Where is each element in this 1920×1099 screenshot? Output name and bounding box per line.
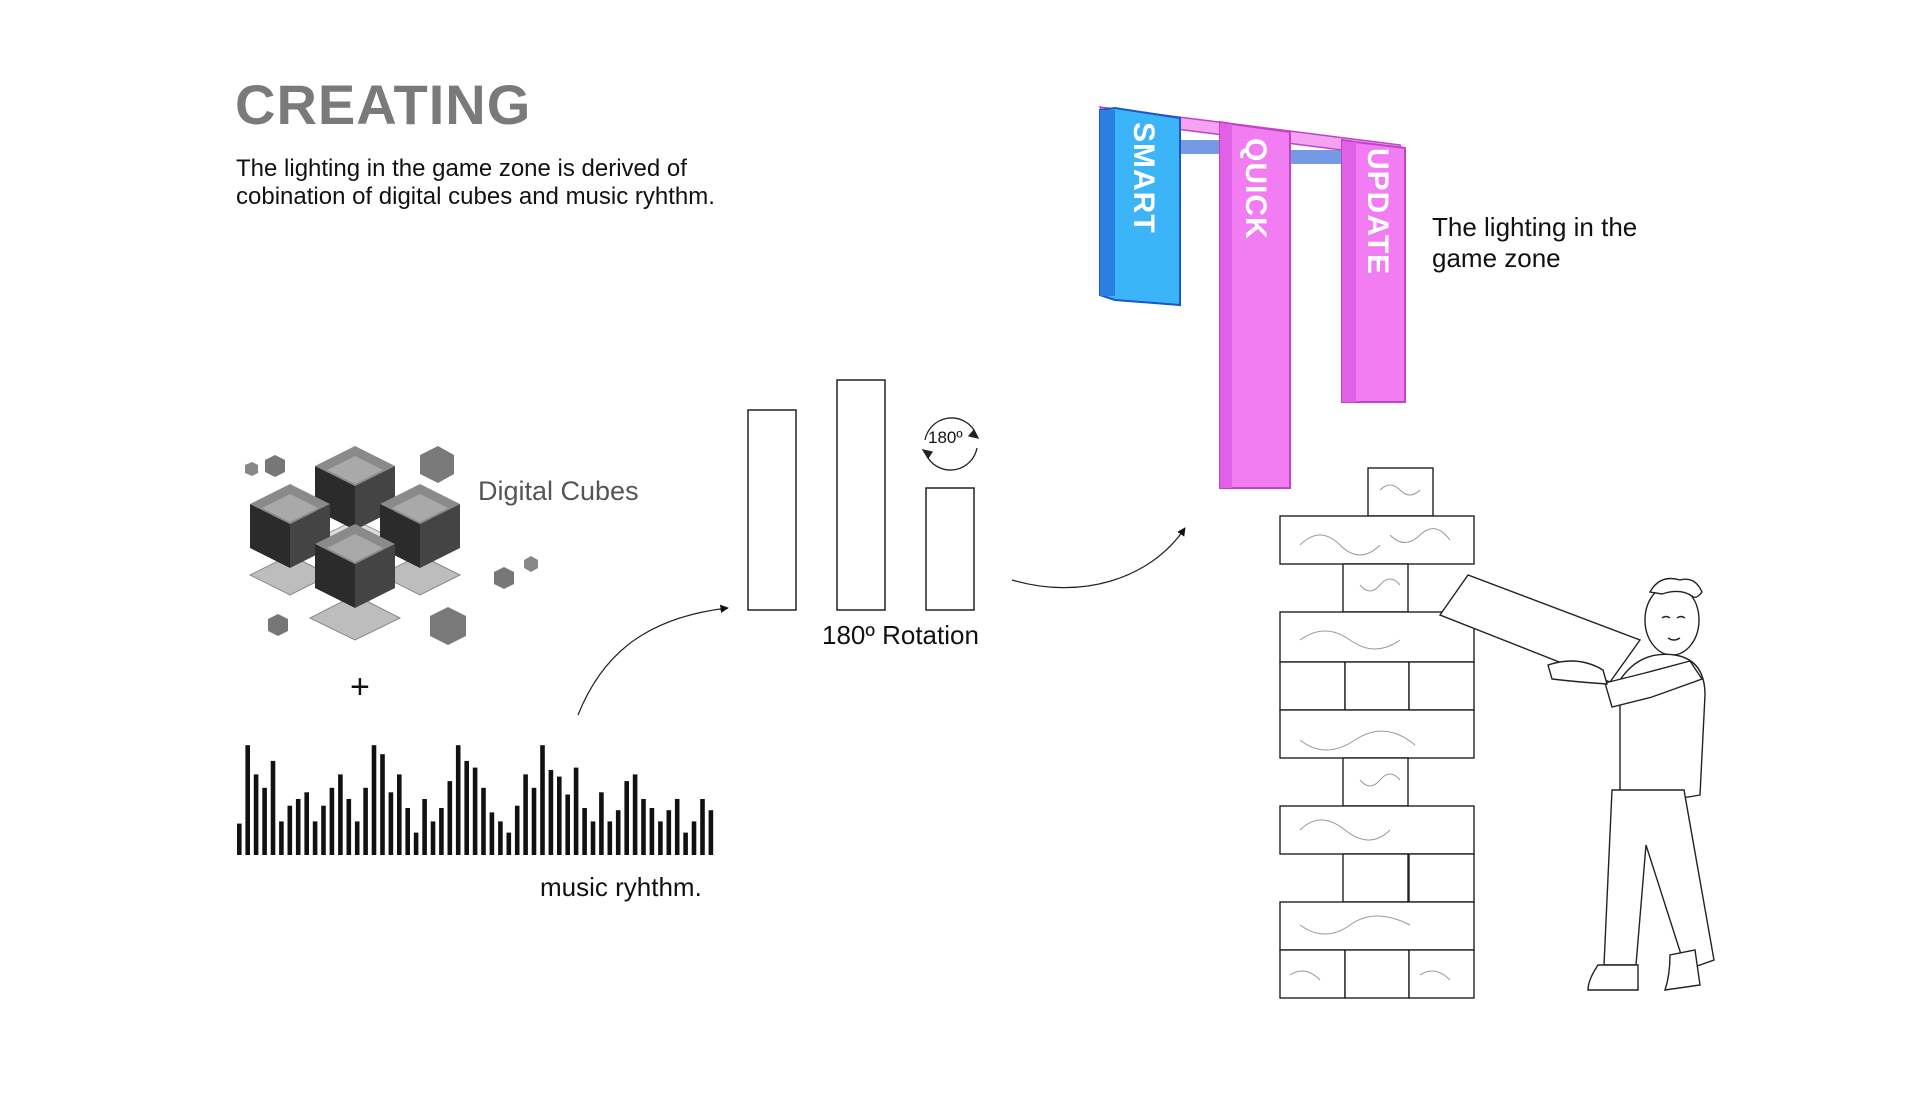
waveform-bar	[565, 794, 570, 855]
rotation-label: 180º Rotation	[822, 620, 979, 650]
waveform-bar	[472, 767, 478, 855]
waveform-bar	[312, 821, 318, 855]
sign-update-text: UPDATE	[1361, 148, 1394, 276]
waveform-bar	[253, 774, 259, 855]
waveform-bar	[548, 769, 554, 855]
intro-description: The lighting in the game zone is derived…	[236, 155, 715, 210]
waveform-bar	[447, 781, 453, 855]
waveform-bar	[405, 808, 410, 855]
waveform-bar	[615, 810, 621, 855]
rotation-bars	[747, 379, 975, 611]
waveform-bar	[338, 774, 343, 855]
sign-smart-text: SMART	[1127, 122, 1160, 234]
waveform-bar	[523, 774, 528, 855]
waveform-bar	[658, 821, 663, 855]
waveform-bar	[270, 760, 276, 855]
waveform-bar	[397, 774, 402, 855]
waveform-bar	[279, 821, 284, 855]
waveform-bar	[380, 754, 385, 855]
waveform-bar	[237, 823, 242, 855]
waveform-bar	[304, 792, 309, 855]
music-waveform-icon	[237, 745, 714, 855]
waveform-bar	[599, 792, 604, 855]
waveform-bar	[371, 745, 377, 855]
waveform-bar	[624, 781, 629, 855]
waveform-bar	[649, 808, 655, 855]
waveform-bar	[514, 805, 520, 855]
rotate-arrows-icon	[921, 417, 980, 471]
waveform-bar	[582, 808, 587, 855]
wood-grain-swirls	[1289, 484, 1451, 981]
waveform-bar	[557, 776, 562, 855]
plus-sign: +	[350, 668, 370, 706]
game-zone-lighting-label: The lighting in the game zone	[1432, 212, 1638, 273]
arrow-music-to-bars	[577, 604, 729, 716]
cube-top-center	[315, 446, 395, 530]
waveform-bar	[700, 799, 705, 855]
waveform-bar	[540, 745, 545, 855]
waveform-bar	[489, 812, 495, 855]
waveform-bar	[683, 832, 688, 855]
block-tower-illustration	[1279, 467, 1475, 999]
waveform-bar	[354, 821, 360, 855]
sign-quick-text: QUICK	[1239, 138, 1272, 240]
cube-right	[380, 484, 460, 568]
waveform-bar	[262, 787, 267, 855]
waveform-bar	[363, 787, 368, 855]
rotation-badge: 180º	[928, 428, 963, 447]
neon-signs	[1098, 106, 1407, 489]
waveform-bar	[287, 805, 293, 855]
page-title: CREATING	[235, 73, 532, 136]
waveform-bar	[295, 799, 301, 855]
waveform-bar	[674, 799, 680, 855]
arrow-bars-to-signs	[1011, 527, 1186, 589]
waveform-bar	[430, 821, 436, 855]
waveform-bar	[691, 821, 697, 855]
waveform-bar	[531, 787, 537, 855]
waveform-bar	[632, 774, 638, 855]
music-rhythm-label: music ryhthm.	[540, 872, 702, 902]
digital-cubes-label: Digital Cubes	[478, 476, 639, 506]
waveform-bar	[464, 760, 469, 855]
waveform-bar	[573, 767, 579, 855]
waveform-bar	[245, 745, 250, 855]
waveform-bar	[413, 832, 419, 855]
digital-cubes-icon	[245, 446, 538, 645]
waveform-bar	[439, 808, 444, 855]
cube-left	[250, 484, 330, 568]
waveform-bar	[346, 799, 352, 855]
waveform-bar	[708, 810, 714, 855]
person-illustration	[1438, 574, 1715, 991]
waveform-bar	[321, 805, 326, 855]
waveform-bar	[329, 787, 335, 855]
waveform-bar	[498, 821, 503, 855]
waveform-bar	[641, 799, 646, 855]
waveform-bar	[422, 799, 427, 855]
waveform-bar	[455, 745, 461, 855]
waveform-bar	[607, 821, 613, 855]
waveform-bar	[481, 787, 486, 855]
cube-front	[315, 524, 395, 608]
waveform-bar	[388, 792, 394, 855]
waveform-bar	[590, 821, 596, 855]
waveform-bar	[506, 832, 512, 855]
waveform-bar	[666, 810, 672, 855]
